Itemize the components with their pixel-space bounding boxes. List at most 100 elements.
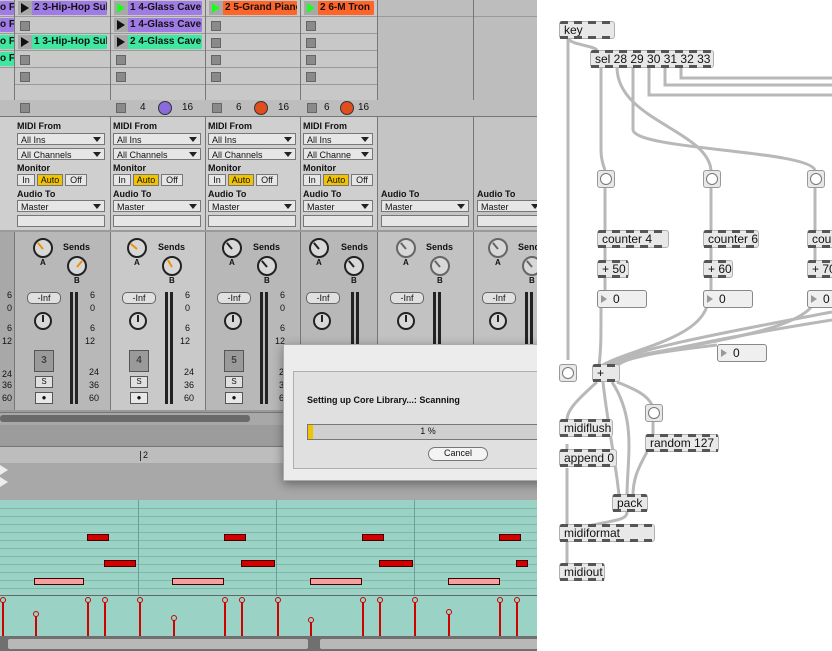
number-box[interactable]: 0: [703, 290, 753, 308]
audio-to-select[interactable]: Master: [208, 200, 296, 212]
stop-icon[interactable]: [212, 103, 222, 113]
play-icon[interactable]: [304, 1, 318, 15]
stop-icon[interactable]: [211, 21, 221, 31]
number-box[interactable]: 0: [717, 344, 767, 362]
stop-icon[interactable]: [20, 55, 30, 65]
clip-slot[interactable]: o F: [0, 52, 14, 66]
audio-to-select[interactable]: Master: [17, 200, 105, 212]
stop-icon[interactable]: [306, 72, 316, 82]
midiformat-object[interactable]: midiformat: [559, 524, 655, 542]
clip-slot[interactable]: 2 4-Glass Cave: [114, 35, 202, 49]
volume-readout[interactable]: -Inf: [306, 292, 340, 304]
pan-knob[interactable]: [313, 312, 331, 330]
velocity-marker[interactable]: [308, 617, 314, 636]
midi-from-select[interactable]: All Ins: [208, 133, 296, 145]
number-box[interactable]: 0: [807, 290, 832, 308]
velocity-lane[interactable]: [0, 595, 545, 636]
midi-note[interactable]: [224, 534, 246, 541]
volume-readout[interactable]: -Inf: [482, 292, 516, 304]
key-object[interactable]: key: [559, 21, 615, 39]
monitor-in-button[interactable]: In: [303, 174, 321, 186]
midi-note[interactable]: [241, 560, 275, 567]
audio-to-channel[interactable]: [303, 215, 373, 227]
clip-slot[interactable]: 2 6-M Tron: [304, 1, 374, 15]
midi-note[interactable]: [499, 534, 521, 541]
velocity-marker[interactable]: [446, 609, 452, 636]
stop-icon[interactable]: [211, 72, 221, 82]
velocity-marker[interactable]: [412, 597, 418, 636]
midi-note[interactable]: [379, 560, 413, 567]
velocity-marker[interactable]: [275, 597, 281, 636]
clip-slot[interactable]: o F: [0, 35, 14, 49]
audio-to-select[interactable]: Master: [477, 200, 543, 212]
velocity-marker[interactable]: [137, 597, 143, 636]
midi-note[interactable]: [362, 534, 384, 541]
bang-button[interactable]: [703, 170, 721, 188]
stop-icon[interactable]: [20, 72, 30, 82]
velocity-marker[interactable]: [85, 597, 91, 636]
monitor-off-button[interactable]: Off: [65, 174, 87, 186]
stop-icon[interactable]: [20, 103, 30, 113]
play-icon[interactable]: [18, 35, 32, 49]
arm-icon[interactable]: ●: [225, 392, 243, 404]
midiout-object[interactable]: midiout: [559, 563, 605, 581]
monitor-off-button[interactable]: Off: [256, 174, 278, 186]
velocity-marker[interactable]: [102, 597, 108, 636]
add-70-object[interactable]: + 70: [807, 260, 832, 278]
stop-icon[interactable]: [211, 55, 221, 65]
midi-note[interactable]: [516, 560, 528, 567]
clip-slot[interactable]: 1 4-Glass Cave: [114, 1, 202, 15]
monitor-in-button[interactable]: In: [208, 174, 226, 186]
clip-slot[interactable]: o F: [0, 1, 14, 15]
scrollbar-thumb[interactable]: [0, 415, 250, 422]
velocity-marker[interactable]: [360, 597, 366, 636]
track-activator[interactable]: 5: [224, 350, 244, 372]
midi-from-select[interactable]: All Ins: [17, 133, 105, 145]
play-icon[interactable]: [114, 1, 128, 15]
monitor-auto-button[interactable]: Auto: [133, 174, 159, 186]
audio-to-select[interactable]: Master: [113, 200, 201, 212]
stop-icon[interactable]: [116, 103, 126, 113]
stop-icon[interactable]: [306, 21, 316, 31]
monitor-auto-button[interactable]: Auto: [323, 174, 349, 186]
monitor-off-button[interactable]: Off: [351, 174, 373, 186]
send-b-knob[interactable]: [257, 256, 277, 276]
velocity-marker[interactable]: [239, 597, 245, 636]
bang-button[interactable]: [807, 170, 825, 188]
audio-to-channel[interactable]: [208, 215, 296, 227]
play-icon[interactable]: [114, 18, 128, 32]
midiflush-object[interactable]: midiflush: [559, 419, 613, 437]
stop-icon[interactable]: [20, 21, 30, 31]
velocity-marker[interactable]: [377, 597, 383, 636]
midi-note[interactable]: [310, 578, 362, 585]
sel-object[interactable]: sel 28 29 30 31 32 33: [590, 50, 714, 68]
track-activator[interactable]: 4: [129, 350, 149, 372]
midi-note[interactable]: [87, 534, 109, 541]
monitor-off-button[interactable]: Off: [161, 174, 183, 186]
stop-icon[interactable]: [116, 55, 126, 65]
velocity-marker[interactable]: [33, 611, 39, 636]
solo-button[interactable]: S: [130, 376, 148, 388]
send-b-knob[interactable]: [430, 256, 450, 276]
audio-to-select[interactable]: Master: [381, 200, 469, 212]
clip-slot[interactable]: 1 4-Glass Cave: [114, 18, 202, 32]
midi-channel-select[interactable]: All Channels: [17, 148, 105, 160]
loop-start-icon[interactable]: [0, 465, 8, 475]
send-a-knob[interactable]: [222, 238, 242, 258]
send-b-knob[interactable]: [162, 256, 182, 276]
audio-to-channel[interactable]: [381, 215, 469, 227]
bang-button[interactable]: [645, 404, 663, 422]
pack-object[interactable]: pack: [612, 494, 648, 512]
midi-note[interactable]: [448, 578, 500, 585]
play-icon[interactable]: [114, 35, 128, 49]
monitor-auto-button[interactable]: Auto: [228, 174, 254, 186]
track-activator[interactable]: 3: [34, 350, 54, 372]
midi-channel-select[interactable]: All Channels: [208, 148, 296, 160]
clip-slot[interactable]: o F: [0, 18, 14, 32]
pan-knob[interactable]: [489, 312, 507, 330]
pan-knob[interactable]: [397, 312, 415, 330]
midi-channel-select[interactable]: All Channels: [113, 148, 201, 160]
pan-knob[interactable]: [129, 312, 147, 330]
number-box[interactable]: 0: [597, 290, 647, 308]
midi-from-select[interactable]: All Ins: [113, 133, 201, 145]
